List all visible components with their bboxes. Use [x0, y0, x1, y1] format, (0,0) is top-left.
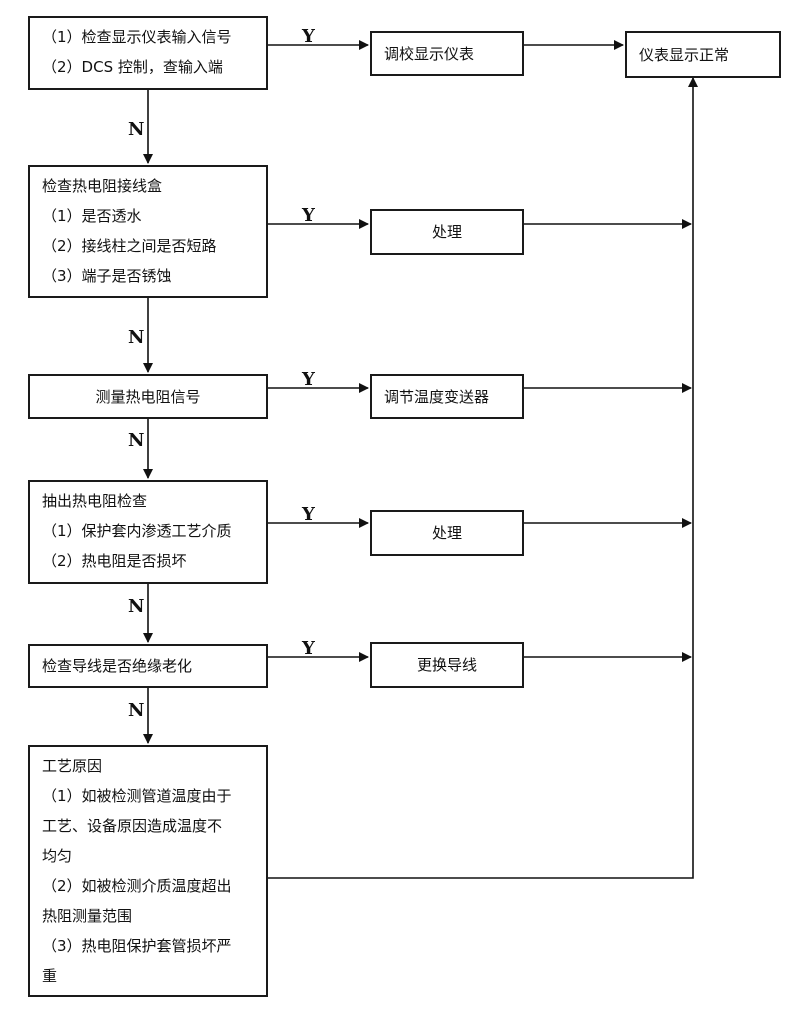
no-label-3: N [128, 430, 144, 451]
step-check-junction-box: 检查热电阻接线盒 （1）是否透水 （2）接线柱之间是否短路 （3）端子是否锈蚀 [28, 165, 268, 298]
no-label-1: N [128, 119, 144, 140]
step-line: 测量热电阻信号 [95, 387, 201, 406]
action-handle-2: 处理 [370, 510, 524, 556]
step-line: 重 [42, 967, 58, 985]
step-line: （3）热电阻保护套管损坏严 [42, 937, 232, 955]
step-line: （1）检查显示仪表输入信号 [42, 28, 232, 46]
step-title: 检查热电阻接线盒 [42, 177, 163, 195]
step-line: （2）DCS 控制，查输入端 [42, 58, 223, 76]
step-line: （3）端子是否锈蚀 [42, 267, 172, 285]
result-display-normal: 仪表显示正常 [625, 31, 781, 78]
step-title: 工艺原因 [42, 757, 103, 775]
yes-label-3: Y [301, 369, 316, 390]
step-measure-rtd-signal: 测量热电阻信号 [28, 374, 268, 419]
yes-label-1: Y [301, 26, 316, 47]
no-label-5: N [128, 700, 144, 721]
step-line: 热阻测量范围 [42, 907, 133, 925]
step-line: （1）是否透水 [42, 207, 142, 225]
action-replace-wire: 更换导线 [370, 642, 524, 688]
action-label: 处理 [431, 524, 462, 542]
yes-label-4: Y [301, 504, 316, 525]
step-check-wire-insulation: 检查导线是否绝缘老化 [28, 644, 268, 688]
step-line: （1）保护套内渗透工艺介质 [42, 522, 232, 540]
yes-label-5: Y [301, 638, 316, 659]
step-extract-rtd: 抽出热电阻检查 （1）保护套内渗透工艺介质 （2）热电阻是否损坏 [28, 480, 268, 584]
step-line: 检查导线是否绝缘老化 [42, 657, 193, 675]
step-check-display-signal: （1）检查显示仪表输入信号 （2）DCS 控制，查输入端 [28, 16, 268, 90]
step-line: （2）如被检测介质温度超出 [42, 877, 232, 895]
yes-label-2: Y [301, 205, 316, 226]
step-line: 均匀 [42, 847, 73, 865]
action-label: 调校显示仪表 [384, 44, 475, 63]
step-line: （1）如被检测管道温度由于 [42, 787, 232, 805]
step-line: 工艺、设备原因造成温度不 [42, 817, 223, 835]
return-line [268, 77, 698, 879]
no-label-2: N [128, 327, 144, 348]
step-line: （2）接线柱之间是否短路 [42, 237, 217, 255]
step-title: 抽出热电阻检查 [42, 492, 148, 510]
action-label: 更换导线 [416, 656, 477, 674]
no-label-4: N [128, 596, 144, 617]
action-label: 调节温度变送器 [384, 387, 490, 406]
step-process-reasons: 工艺原因 （1）如被检测管道温度由于 工艺、设备原因造成温度不 均匀 （2）如被… [28, 745, 268, 997]
action-handle-1: 处理 [370, 209, 524, 255]
action-calibrate-display: 调校显示仪表 [370, 31, 524, 76]
action-label: 处理 [431, 223, 462, 241]
action-adjust-transmitter: 调节温度变送器 [370, 374, 524, 419]
step-line: （2）热电阻是否损坏 [42, 552, 187, 570]
result-label: 仪表显示正常 [639, 45, 730, 64]
